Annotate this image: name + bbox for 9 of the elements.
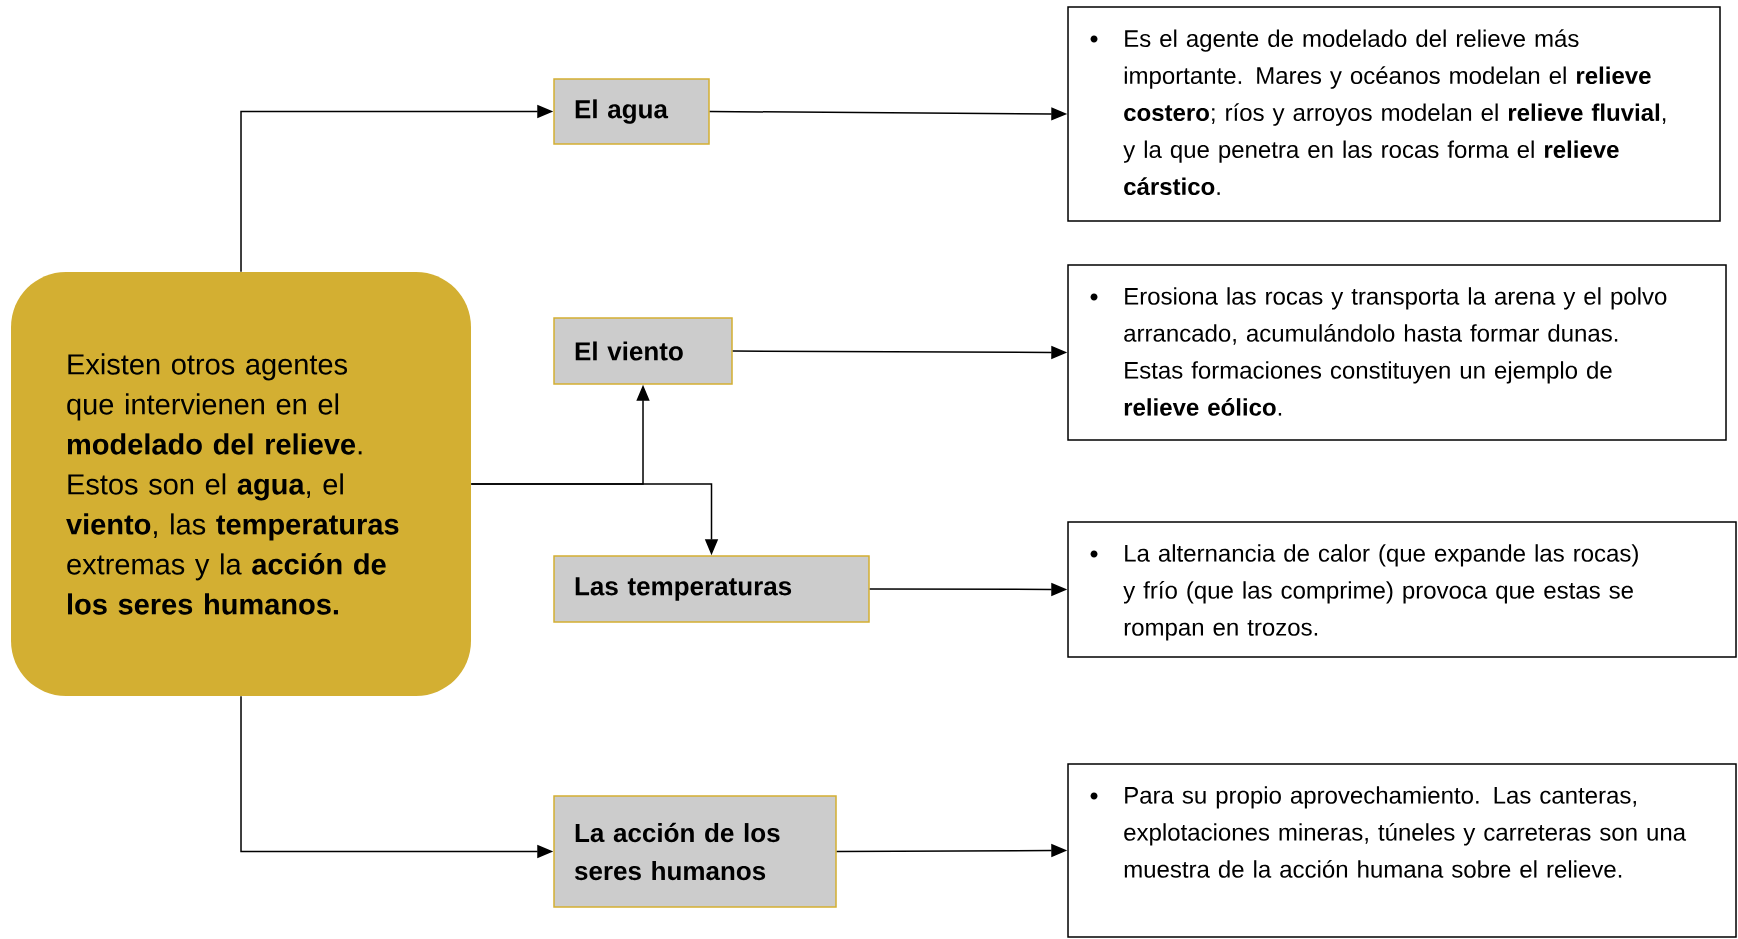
text-box: Erosiona las rocas y transporta la arena y el polvo arrancado, acumulándolo hasta formar dunas. Estas formaciones constituyen un ejemplo de relieve eólico. — [1067, 264, 1727, 441]
label-box: El viento — [553, 317, 733, 385]
text-box: Para su propio aprovechamiento. Las canteras, explotaciones mineras, túneles y carreteras son una muestra de la acción humana sobre el relieve. — [1067, 763, 1737, 938]
rounded-box: Existen otros agentes que intervienen en el modelado del relieve. Estos son el agua, el viento, las temperaturas extremas y la acción de los seres humanos. — [11, 272, 471, 696]
text-box: La alternancia de calor (que expande las rocas) y frío (que las comprime) provoca que estas se rompan en trozos. — [1067, 521, 1737, 658]
label-box: La acción de los seres humanos — [553, 795, 837, 908]
label-box: Las temperaturas — [553, 555, 870, 623]
label-box: El agua — [553, 78, 710, 145]
text-box: Es el agente de modelado del relieve más importante. Mares y océanos modelan el relieve costero; ríos y arroyos modelan el relieve fluvial, y la que penetra en las rocas forma el relieve cárstico. — [1067, 6, 1721, 222]
